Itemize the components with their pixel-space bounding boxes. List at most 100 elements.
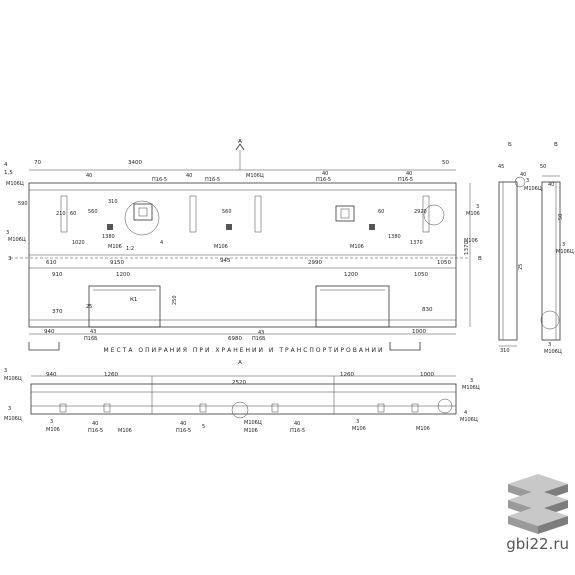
mark-text: П16Б — [84, 336, 98, 342]
detail-circle-left — [124, 200, 160, 236]
section-mark-v: В — [554, 142, 558, 148]
dim-text: 910 — [52, 272, 63, 278]
mark-text: 40 — [294, 421, 300, 427]
mark-text: К1 — [130, 297, 137, 303]
opening-right — [315, 285, 390, 328]
mark-text: М106 — [466, 211, 480, 217]
dim-text: 2990 — [308, 260, 322, 266]
elevation-view — [10, 143, 471, 351]
dim-text: П16-5 — [316, 177, 331, 183]
dim-text: 1050 — [437, 260, 451, 266]
dim-text: 45 — [498, 164, 504, 170]
dim-text: 3400 — [128, 160, 142, 166]
mark-text: 4 — [160, 240, 163, 246]
mark-text: М106Ц — [460, 417, 478, 423]
mark-text: 3 — [4, 368, 7, 374]
mark-text: М106 — [352, 426, 366, 432]
dim-text: 1000 — [412, 329, 426, 335]
dim-text: 40 — [86, 173, 92, 179]
dim-text: 940 — [46, 372, 57, 378]
support-caption: МЕСТА ОПИРАНИЯ ПРИ ХРАНЕНИИ И ТРАНСПОРТИ… — [104, 347, 385, 354]
mark-text: 40 — [180, 421, 186, 427]
dim-text: П16-5 — [398, 177, 413, 183]
site-url[interactable]: gbi22.ru — [506, 535, 569, 553]
mark-text: 5 — [202, 424, 205, 430]
dim-text: 560 — [88, 209, 98, 215]
dim-text: 40 — [186, 173, 192, 179]
dim-text: 50 — [540, 164, 546, 170]
detail-circle-right — [423, 204, 445, 226]
mark-text: М106Ц — [524, 186, 542, 192]
dim-text: 40 — [406, 171, 412, 177]
dim-text: 250 — [172, 295, 178, 305]
mark-text: 4 — [464, 410, 467, 416]
dim-text: 210 — [56, 211, 66, 217]
mark-text: М106Ц — [6, 181, 24, 187]
dim-text: 70 — [34, 160, 41, 166]
mark-text: М106Ц — [4, 376, 22, 382]
dim-text: 940 — [44, 329, 55, 335]
plan-labels: 940 1260 2520 1260 1000 3 М106Ц 3 М106 4… — [4, 368, 480, 434]
dim-text: 1200 — [116, 272, 130, 278]
mark-text: М106 — [416, 426, 430, 432]
dim-text: 370 — [52, 309, 63, 315]
dim-text: 25 — [86, 304, 92, 310]
dim-text: 40 — [520, 172, 526, 178]
dim-text: 610 — [46, 260, 57, 266]
dim-text: 40 — [322, 171, 328, 177]
section-mark-b: Б — [508, 142, 512, 148]
mark-text: М106Ц — [4, 416, 22, 422]
mark-text: 3 — [562, 242, 565, 248]
section-detail-circle — [540, 310, 560, 330]
dim-text: 1020 — [72, 240, 85, 246]
dim-text: 945 — [220, 258, 231, 264]
mark-text: 40 — [92, 421, 98, 427]
stacked-slabs-icon — [508, 474, 568, 534]
dim-text: 830 — [422, 307, 433, 313]
mark-text: П16Б — [252, 336, 266, 342]
dim-text: 40 — [548, 182, 554, 188]
mark-text: 3 — [50, 419, 53, 425]
plan-detail-circle — [231, 401, 249, 419]
dim-text: 25 — [518, 264, 524, 270]
dim-text: 60 — [70, 211, 76, 217]
dim-text: 43 — [258, 330, 264, 336]
mark-text: М106Ц — [244, 420, 262, 426]
dim-text: 1050 — [414, 272, 428, 278]
section-v-outline — [541, 181, 561, 341]
dim-text: 310 — [500, 348, 510, 354]
dim-text: 50 — [442, 160, 449, 166]
dim-text: 1260 — [104, 372, 118, 378]
dim-text: 1260 — [340, 372, 354, 378]
elevation-labels: А 70 3400 50 4 1,5 40 П16-5 40 П16-5 М10… — [4, 139, 482, 342]
mark-text: М106Ц — [8, 237, 26, 243]
dim-text: 310 — [108, 199, 118, 205]
section-views: Б В — [498, 142, 561, 347]
dim-text: П16-5 — [205, 177, 220, 183]
dim-text: 43 — [90, 329, 96, 335]
mark-text: 3 — [6, 230, 9, 236]
dim-text: 9150 — [110, 260, 124, 266]
dim-text: 1380 — [102, 234, 115, 240]
mark-text: М106Ц — [544, 349, 562, 355]
mark-text: М106Ц — [462, 385, 480, 391]
mark-text: 3 — [8, 406, 11, 412]
mark-text: П16-5 — [290, 428, 305, 434]
section-labels: 45 40 50 40 50 25 310 3 М106Ц 3 М106Ц 3 … — [498, 164, 574, 355]
dim-text: 1200 — [344, 272, 358, 278]
section-b-outline — [498, 181, 518, 341]
dim-text: 2520 — [232, 380, 246, 386]
mark-text: 3 — [476, 204, 479, 210]
mark-text: П16-5 — [88, 428, 103, 434]
section-mark-a-top: А — [238, 139, 242, 145]
dim-text: 1380 — [388, 234, 401, 240]
mark-text: М106 — [118, 428, 132, 434]
mark-text: М106 — [108, 244, 122, 250]
mark-text: 3 — [356, 419, 359, 425]
section-mark-3: 3 — [8, 256, 12, 262]
section-mark-v-right: В — [478, 256, 482, 262]
dim-text: П16-5 — [152, 177, 167, 183]
mark-text: М106 — [46, 427, 60, 433]
dim-text: 1370 — [410, 240, 423, 246]
